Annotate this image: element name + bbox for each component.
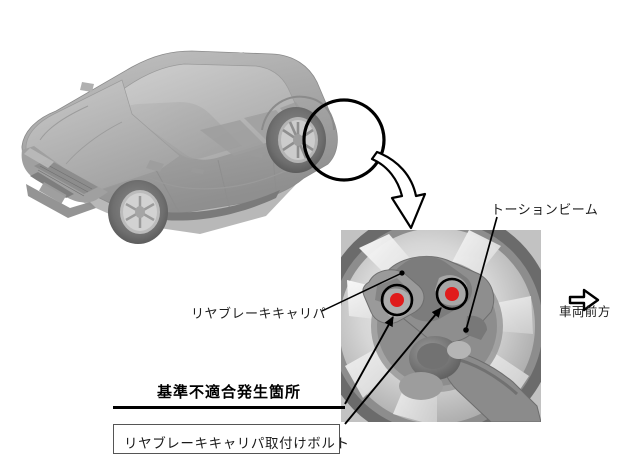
- vehicle-front-arrow: [568, 288, 600, 312]
- rear-wheel-highlight-circle: [302, 98, 386, 182]
- callout-box-label: リヤブレーキキャリパ取付けボルト: [124, 436, 350, 451]
- label-vehicle-front: 車両前方: [559, 305, 611, 319]
- leader-line-bolt-right: [344, 307, 442, 425]
- brake-hardware: [362, 256, 541, 422]
- vehicle-illustration: [4, 18, 364, 253]
- leader-line-caliper: [321, 270, 405, 312]
- car-body-group: [21, 50, 338, 244]
- bolt-marker-right: [435, 277, 469, 311]
- callout-heading-underline: [113, 406, 345, 409]
- curved-zoom-arrow: [370, 150, 427, 230]
- callout-text-box: リヤブレーキキャリパ取付けボルト: [113, 424, 349, 454]
- leader-line-torsion-beam: [463, 216, 498, 333]
- front-wheel: [108, 180, 168, 244]
- label-torsion-beam: トーションビーム: [491, 202, 599, 217]
- bolt-marker-left: [380, 283, 414, 317]
- leader-line-bolt-left: [344, 316, 394, 405]
- front-grille: [24, 148, 98, 218]
- label-rear-brake-caliper: リヤブレーキキャリパ: [191, 306, 327, 321]
- callout-heading: 基準不適合発生箇所: [157, 385, 302, 401]
